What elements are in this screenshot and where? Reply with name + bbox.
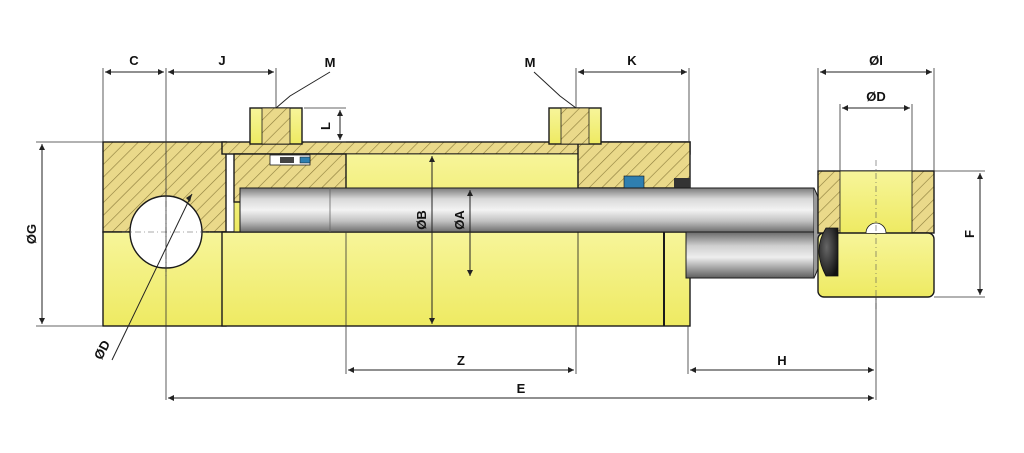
ball-joint [818, 227, 839, 277]
label-m-left: M [325, 55, 336, 70]
port-left [249, 107, 303, 145]
piston-rod [239, 187, 826, 279]
label-g: ØG [24, 224, 39, 244]
label-c: C [129, 53, 139, 68]
front-gland [577, 141, 691, 189]
dimension-lines [36, 68, 985, 401]
label-h: H [777, 353, 786, 368]
rear-end-cap [102, 141, 227, 327]
rod-eye [817, 160, 935, 310]
label-e: E [517, 381, 526, 396]
label-a: ØA [452, 210, 467, 230]
label-f: F [962, 230, 977, 238]
rod-seal [623, 175, 645, 189]
label-d-left: ØD [91, 338, 113, 362]
label-i: ØI [869, 53, 883, 68]
dimension-labels: C J M M K ØI ØD L ØG ØB ØA F ØD Z H E [24, 53, 977, 396]
label-j: J [218, 53, 225, 68]
wiper-seal [674, 178, 690, 188]
label-z: Z [457, 353, 465, 368]
label-d-top: ØD [866, 89, 886, 104]
label-b: ØB [414, 210, 429, 230]
label-k: K [627, 53, 637, 68]
label-m-right: M [525, 55, 536, 70]
port-right [548, 107, 602, 145]
label-l: L [318, 122, 333, 130]
